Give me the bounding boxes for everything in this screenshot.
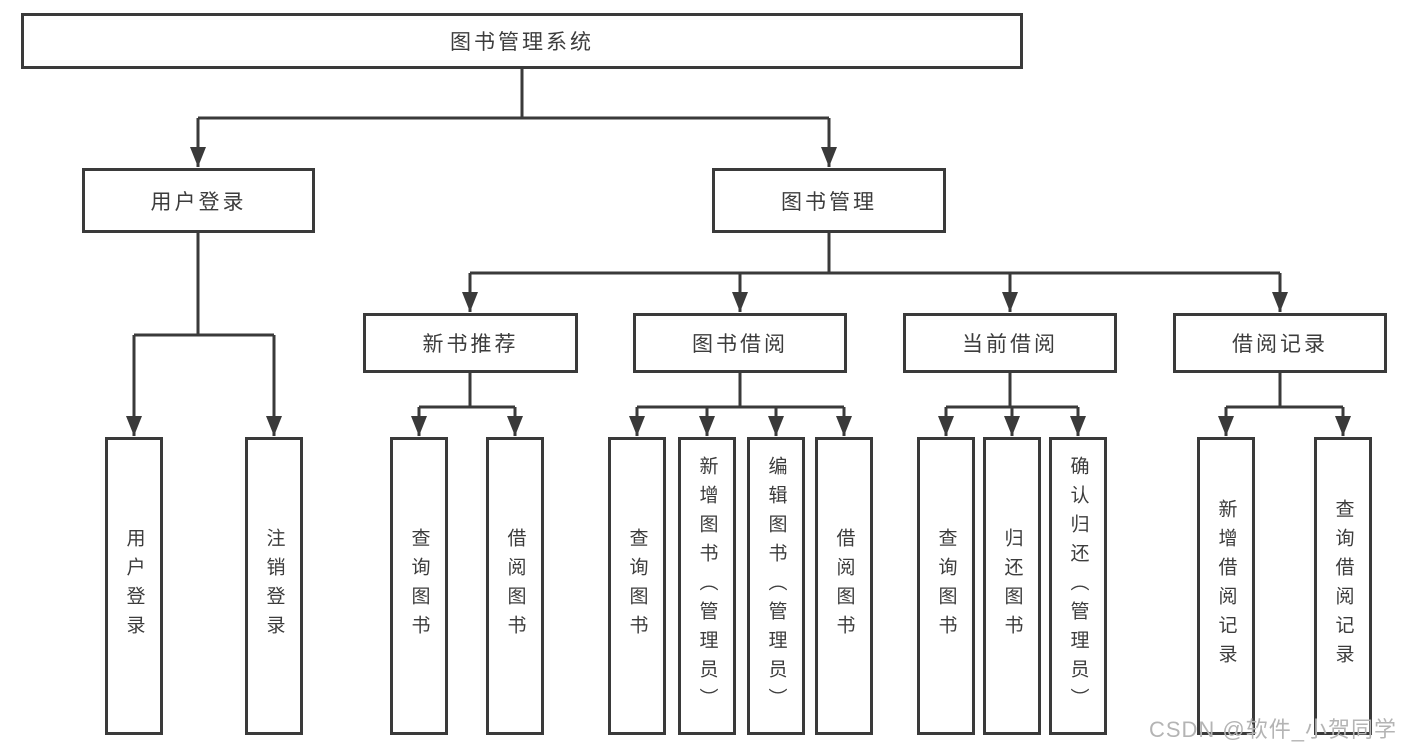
node-label: 图书管理系统 xyxy=(450,31,594,54)
leaf-query-books-recommend: 查询图书 xyxy=(390,437,448,735)
node-book-borrowing: 图书借阅 xyxy=(633,313,847,373)
leaf-logout: 注销登录 xyxy=(245,437,303,735)
leaf-add-book-admin: 新增图书（管理员） xyxy=(678,437,736,735)
node-label: 新书推荐 xyxy=(422,333,519,356)
leaf-label: 查询图书 xyxy=(626,528,648,644)
leaf-label: 查询图书 xyxy=(935,528,957,644)
leaf-user-login: 用户登录 xyxy=(105,437,163,735)
leaf-label: 借阅图书 xyxy=(504,528,526,644)
node-current-borrowing: 当前借阅 xyxy=(903,313,1117,373)
node-user-login: 用户登录 xyxy=(82,168,315,233)
node-book-management: 图书管理 xyxy=(712,168,946,233)
leaf-label: 新增借阅记录 xyxy=(1215,499,1237,673)
node-label: 用户登录 xyxy=(150,190,247,214)
node-label: 当前借阅 xyxy=(962,333,1058,356)
leaf-query-books-borrow: 查询图书 xyxy=(608,437,666,735)
leaf-confirm-return-admin: 确认归还（管理员） xyxy=(1049,437,1107,735)
node-library-management-system: 图书管理系统 xyxy=(21,13,1023,69)
csdn-watermark: CSDN @软件_小贺同学 xyxy=(1148,717,1397,742)
node-label: 图书借阅 xyxy=(692,333,788,356)
leaf-label: 查询图书 xyxy=(408,528,430,644)
leaf-borrow-books: 借阅图书 xyxy=(815,437,873,735)
leaf-query-books-current: 查询图书 xyxy=(917,437,975,735)
leaf-label: 编辑图书（管理员） xyxy=(765,455,787,717)
leaf-label: 注销登录 xyxy=(263,528,285,644)
leaf-label: 确认归还（管理员） xyxy=(1067,455,1089,717)
tree-edges xyxy=(132,69,1345,436)
leaf-query-borrow-record: 查询借阅记录 xyxy=(1314,437,1372,735)
leaf-borrow-books-recommend: 借阅图书 xyxy=(486,437,544,735)
leaf-label: 借阅图书 xyxy=(833,528,855,644)
leaf-label: 归还图书 xyxy=(1001,528,1023,644)
leaf-edit-book-admin: 编辑图书（管理员） xyxy=(747,437,805,735)
leaf-add-borrow-record: 新增借阅记录 xyxy=(1197,437,1255,735)
leaf-label: 查询借阅记录 xyxy=(1332,499,1354,673)
node-label: 图书管理 xyxy=(781,190,877,214)
node-borrowing-records: 借阅记录 xyxy=(1173,313,1387,373)
node-label: 借阅记录 xyxy=(1232,333,1328,356)
leaf-label: 新增图书（管理员） xyxy=(696,455,718,717)
leaf-return-books: 归还图书 xyxy=(983,437,1041,735)
leaf-label: 用户登录 xyxy=(123,528,145,644)
node-new-book-recommendation: 新书推荐 xyxy=(363,313,578,373)
